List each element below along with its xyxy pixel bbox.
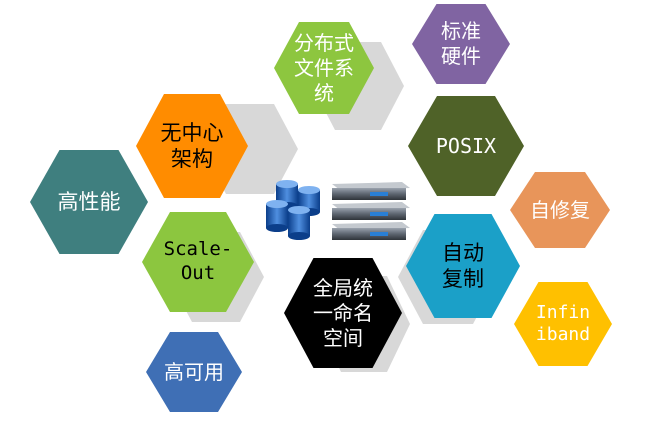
hex-distributed-filesystem: 分布式 文件系 统 [274, 22, 374, 114]
hex-posix: POSIX [408, 96, 524, 196]
hex-label: POSIX [435, 133, 497, 158]
server-rack-icon [332, 182, 410, 240]
hex-label: 无中心 架构 [160, 120, 224, 171]
hex-high-performance: 高性能 [30, 150, 148, 254]
hex-high-availability: 高可用 [146, 332, 242, 412]
hex-self-healing: 自修复 [510, 172, 610, 248]
hex-standard-hardware: 标准 硬件 [412, 4, 510, 84]
hex-label: Scale- Out [163, 238, 233, 284]
hex-label: 自修复 [530, 197, 590, 222]
hex-label: 分布式 文件系 统 [294, 30, 354, 105]
hex-label: 标准 硬件 [441, 19, 481, 68]
storage-servers-icon [266, 180, 410, 240]
hex-label: 全局统 一命名 空间 [313, 275, 373, 350]
hex-label: 自动 复制 [442, 240, 484, 291]
hex-decentralized-architecture: 无中心 架构 [136, 94, 248, 198]
hex-label: 高可用 [164, 359, 224, 384]
database-icon [266, 180, 320, 240]
hex-label: Infin iband [535, 301, 591, 346]
hex-infiniband: Infin iband [514, 282, 612, 366]
hex-label: 高性能 [57, 189, 121, 214]
